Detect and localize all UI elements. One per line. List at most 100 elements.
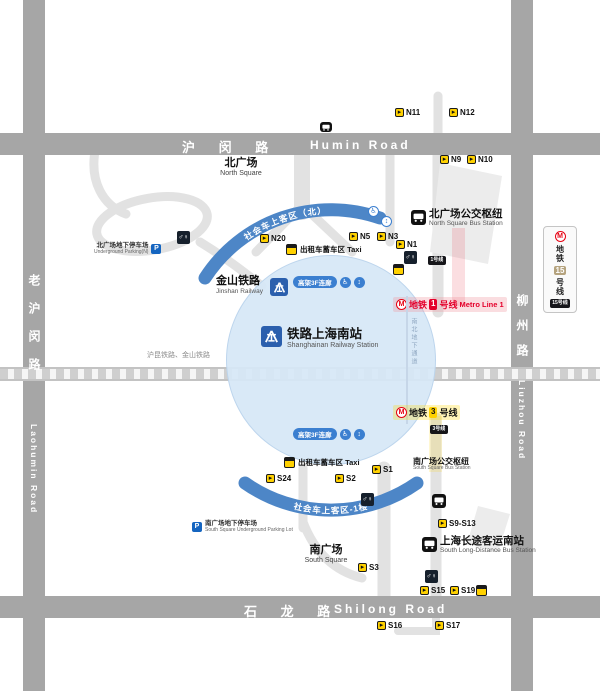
coach-zh: 上海长途客运南站: [440, 535, 524, 547]
north-parking-en: Underground Parking(N): [94, 248, 149, 255]
exit-s24: S24: [266, 474, 291, 483]
railway-note: 沪昆铁路、金山铁路: [147, 352, 210, 359]
north-bus-zh: 北广场公交枢纽: [429, 208, 503, 220]
coach-station-label: 上海长途客运南站 South Long-Distance Bus Station: [440, 535, 536, 555]
exit-icon: [335, 474, 344, 483]
exit-label: N1: [407, 240, 418, 249]
exit-label: N20: [271, 234, 286, 243]
humin-road-name-en: Humin Road: [310, 138, 411, 152]
liuzhou-road-name-zh: 柳州路: [515, 294, 529, 369]
exit-label: S16: [388, 621, 403, 630]
exit-n5: N5: [349, 232, 370, 241]
north-bus-en: North Square Bus Station: [429, 220, 503, 228]
exit-icon: [438, 519, 447, 528]
liuzhou-road-name-en: Liuzhou Road: [517, 380, 527, 461]
exit-icon: [450, 586, 459, 595]
elevator-icon: ↕: [353, 276, 365, 288]
accessible-icon: ♿: [339, 428, 351, 440]
south-parking-zh: 南广场地下停车场: [205, 520, 257, 527]
exit-icon: [467, 155, 476, 164]
metro-line3-label: M 地铁 3 号线: [393, 405, 461, 420]
exit-icon: [377, 232, 386, 241]
exit-icon: [435, 621, 444, 630]
taxi-label: 出租车蓄车区 Taxi: [300, 245, 362, 254]
exit-icon: [440, 155, 449, 164]
humin-road-name-zh: 沪 闵 路: [182, 140, 279, 155]
laohumin-road: [23, 0, 45, 691]
line15-number: 15: [553, 266, 567, 275]
restroom-icon: ♂♀: [361, 493, 374, 506]
south-square-label: 南广场 South Square: [294, 544, 358, 565]
china-railway-logo: [270, 278, 288, 296]
line3-zh: 地铁: [409, 408, 428, 418]
coach-station-building: [467, 506, 510, 552]
taxi-icon: [393, 264, 404, 275]
exit-n11: N11: [395, 108, 420, 117]
exit-icon: [395, 108, 404, 117]
exit-label: S3: [369, 563, 379, 572]
exit-icon: [396, 240, 405, 249]
exit-label: N10: [478, 155, 493, 164]
jinshan-railway-label: 金山铁路 Jinshan Railway: [216, 275, 263, 296]
south-arc-label: 社会车上客区-1楼: [292, 501, 368, 516]
south-taxi-area: 出租车蓄车区 Taxi: [284, 457, 360, 468]
north-bus-label: 北广场公交枢纽 North Square Bus Station: [429, 208, 503, 228]
metro-line15-sign: 15号线: [549, 299, 571, 308]
exit-s1: S1: [372, 465, 393, 474]
north-walkway-arc: [198, 203, 387, 285]
metro-line1-sign: 1号线: [428, 256, 446, 265]
humin-road: [0, 133, 600, 155]
taxi-icon: [286, 244, 297, 255]
station-en: Shanghainan Railway Station: [287, 341, 379, 349]
south-bus-en: South Square Bus Station: [413, 465, 471, 472]
south-corridor: 高架3F连廊 ♿ ↕: [293, 428, 365, 440]
north-parking-zh: 北广场地下停车场: [96, 242, 149, 249]
jinshan-zh: 金山铁路: [216, 275, 260, 287]
svg-text:社会车上客区-1楼: 社会车上客区-1楼: [292, 501, 369, 516]
exit-label: S2: [346, 474, 356, 483]
parking-icon: P: [192, 521, 202, 532]
exit-label: S17: [446, 621, 461, 630]
accessible-icon: ♿: [368, 206, 379, 217]
metro-logo-icon: M: [396, 407, 407, 418]
laohumin-road-name-en: Laohumin Road: [29, 424, 39, 515]
north-east-building: [430, 163, 502, 264]
line15-zh: 地铁: [555, 245, 565, 263]
exit-label: S15: [431, 586, 446, 595]
exit-n10: N10: [467, 155, 493, 164]
exit-s3: S3: [358, 563, 379, 572]
exit-label: S9-S13: [449, 519, 476, 528]
south-bus-icon: [432, 494, 446, 508]
exit-n3: N3: [377, 232, 398, 241]
exit-icon: [349, 232, 358, 241]
exit-icon: [358, 563, 367, 572]
line1-suffix: 号线: [439, 300, 458, 310]
exit-label: N3: [388, 232, 399, 241]
exit-label: S1: [383, 465, 393, 474]
exit-label: S19: [461, 586, 476, 595]
exit-s9-s13: S9-S13: [438, 519, 476, 528]
exit-icon: [372, 465, 381, 474]
passage-line: [406, 296, 408, 424]
station-label: 铁路上海南站 Shanghainan Railway Station: [287, 327, 378, 350]
exit-s2: S2: [335, 474, 356, 483]
south-parking-en: South Square Underground Parking Lot: [205, 526, 293, 533]
line1-number: 1: [429, 299, 438, 310]
shilong-road-name-en: Shilong Road: [334, 602, 448, 616]
shilong-road: [0, 596, 600, 618]
station-zh: 铁路上海南站: [287, 327, 363, 341]
metro-line1-band: [452, 228, 465, 306]
north-square-zh: 北广场: [224, 157, 258, 169]
exit-n1: N1: [396, 240, 417, 249]
taxi-label: 出租车蓄车区 Taxi: [298, 458, 360, 467]
bus-stop-icon: [320, 122, 332, 132]
elevator-icon: ↕: [353, 428, 365, 440]
north-corridor: 高架3F连廊 ♿ ↕: [293, 276, 365, 288]
north-bus-icon: [411, 210, 426, 225]
exit-icon: [266, 474, 275, 483]
restroom-icon: ♂♀: [425, 570, 438, 583]
exit-s15: S15: [420, 586, 445, 595]
line1-zh: 地铁: [409, 300, 428, 310]
